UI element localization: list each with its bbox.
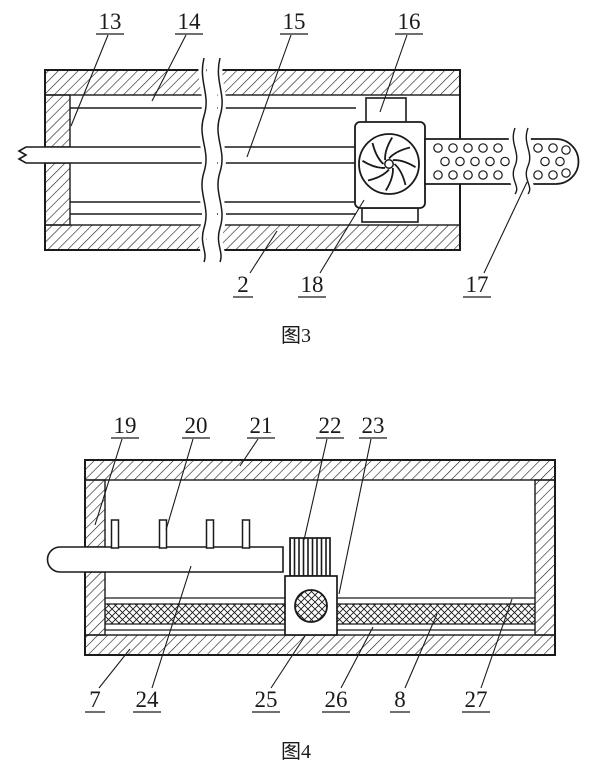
fig3-label-14: 14 [178, 9, 202, 34]
fig3-leader-2 [249, 230, 278, 274]
fig4-leader-23 [338, 438, 372, 595]
fig4-label-25: 25 [255, 687, 278, 712]
fig3-perforated-tube [424, 138, 580, 185]
fig3-label-15: 15 [283, 9, 306, 34]
fig3-label-17: 17 [466, 272, 489, 297]
fig3-caption: 图3 [281, 325, 311, 347]
fig4-leader-7 [98, 648, 131, 689]
fig4-wall-bottom [84, 634, 556, 656]
fig4-label-21: 21 [250, 413, 273, 438]
fig4-label-8: 8 [394, 687, 406, 712]
fig3-tube-holes [433, 143, 571, 180]
fig3-wall-bottom [44, 224, 461, 251]
fig3-label-13: 13 [99, 9, 122, 34]
fig3-label-underlines [96, 33, 491, 298]
fig3-leader-16 [379, 34, 408, 113]
fig4-stirring-pin [205, 519, 215, 549]
fig4-label-24: 24 [136, 687, 160, 712]
fig4-leader-21 [239, 438, 259, 467]
fig4-leader-8 [404, 613, 438, 689]
fig4-wall-left-upper [84, 479, 106, 548]
fig3-leader-14 [151, 34, 187, 102]
fig4-leader-19 [94, 438, 123, 526]
fig3-label-16: 16 [398, 9, 421, 34]
fig3-fan-mount-top [365, 97, 407, 125]
fig4-label-7: 7 [89, 687, 101, 712]
fig3-wall-top [44, 69, 461, 96]
fig4-leader-24 [151, 565, 192, 689]
fig4-label-20: 20 [185, 413, 208, 438]
fig4-bearing [294, 589, 328, 623]
fig3-shaft [17, 146, 357, 164]
fig4-leader-26 [340, 626, 374, 689]
fig4-label-26: 26 [325, 687, 348, 712]
fan-hub [384, 159, 394, 169]
figure4: 19 20 21 22 23 7 24 25 26 8 27 图4 [46, 413, 556, 763]
fig4-label-19: 19 [114, 413, 137, 438]
fig3-wall-left-lower [44, 162, 71, 226]
fig3-label-18: 18 [301, 272, 324, 297]
fig4-caption: 图4 [281, 741, 311, 763]
fig4-stirring-pins [110, 519, 251, 549]
figure3: 13 14 15 16 2 18 17 图3 [17, 9, 580, 347]
fan-impeller-blades [362, 137, 416, 191]
fig3-fan-mount-bottom [361, 207, 419, 223]
fig3-leader-15 [246, 34, 292, 158]
fig4-leader-20 [165, 438, 194, 531]
fig4-stirring-pin [110, 519, 120, 549]
fig4-stirring-rod [46, 546, 284, 573]
fig4-leader-22 [303, 438, 328, 541]
fig4-label-27: 27 [465, 687, 488, 712]
fig4-gear [289, 537, 331, 577]
fig4-label-23: 23 [362, 413, 385, 438]
fig4-wall-left-lower [84, 571, 106, 636]
fig3-label-2: 2 [237, 272, 249, 297]
fig4-stirring-pin [158, 519, 168, 549]
fig4-wall-right [534, 479, 556, 636]
fig3-break [197, 56, 227, 264]
fig4-leader-lines [94, 438, 513, 689]
fig4-leader-25 [270, 635, 306, 689]
fig3-leader-17 [483, 181, 528, 274]
fig4-label-22: 22 [319, 413, 342, 438]
fig3-leader-13 [70, 34, 109, 127]
fig3-tube-break [508, 126, 535, 197]
fig4-leader-27 [480, 598, 513, 689]
fig4-label-underlines [85, 437, 490, 713]
fig3-wall-left-upper [44, 94, 71, 148]
fig3-leader-lines [70, 34, 528, 274]
fig4-stirring-pin [241, 519, 251, 549]
fig3-leader-18 [319, 199, 365, 274]
